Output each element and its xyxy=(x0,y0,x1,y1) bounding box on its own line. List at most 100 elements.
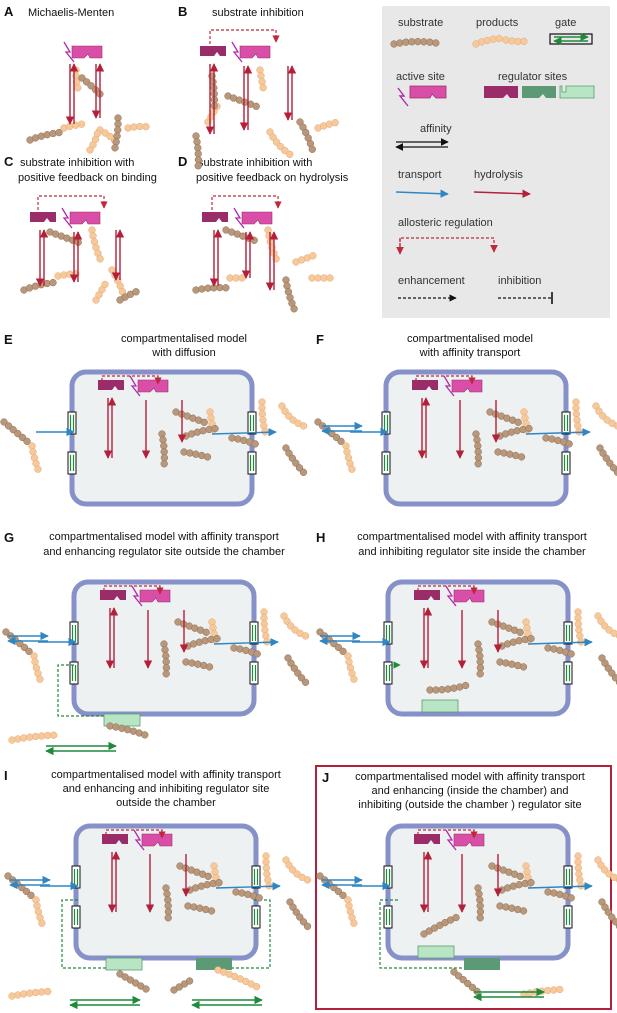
gates xyxy=(67,411,573,929)
panel-title-e-line1: compartmentalised model xyxy=(121,333,247,345)
chain-j-in-6 xyxy=(496,902,528,915)
chain-b-6 xyxy=(266,128,294,158)
gate-g-left-top xyxy=(69,621,79,645)
gate-f-left-top xyxy=(381,411,391,435)
chamber-j-transport-out xyxy=(527,882,593,891)
chain-f-in-2 xyxy=(486,408,522,426)
legend-hydrolysis-label: hydrolysis xyxy=(474,169,523,181)
chain-a-8 xyxy=(124,122,150,132)
chain-f-out-1 xyxy=(572,398,583,436)
gate-f-right-bottom xyxy=(561,451,571,475)
chain-b-4 xyxy=(224,92,260,110)
panel-title-h-line1: compartmentalised model with affinity tr… xyxy=(357,531,587,543)
chain-f-in-5 xyxy=(542,434,573,448)
chain-i-bottom-4 xyxy=(214,966,261,991)
gate-e-left-bottom xyxy=(67,451,77,475)
panel-letter-d: D xyxy=(178,154,187,169)
chain-c-3 xyxy=(46,228,82,246)
chain-a-1 xyxy=(26,128,63,144)
chain-f-in-1 xyxy=(472,430,483,468)
panel-letter-g: G xyxy=(4,530,14,545)
chain-a-2 xyxy=(60,120,86,132)
chain-e-out-2 xyxy=(278,402,308,430)
legend-box: substrate products gate active site regu… xyxy=(382,6,610,318)
chain-f-out-5 xyxy=(342,442,356,473)
chain-j-out-5 xyxy=(344,896,358,927)
chamber-f-allosteric xyxy=(415,375,476,386)
chain-j-in-1 xyxy=(474,884,485,922)
chamber-f-transport-out xyxy=(525,428,591,437)
regulator-sites-outside xyxy=(103,699,500,971)
legend-active-site-label: active site xyxy=(396,71,445,83)
panel-letter-i: I xyxy=(4,768,8,783)
chain-g-bottom-2 xyxy=(106,722,149,739)
panel-letter-h: H xyxy=(316,530,325,545)
chain-h-inner xyxy=(426,681,470,694)
chain-i-in-1 xyxy=(162,884,173,922)
panel-j-highlight-frame xyxy=(315,765,612,1010)
chain-c-1 xyxy=(20,278,57,294)
gate-i-left-top xyxy=(71,865,81,889)
gate-e-right-top xyxy=(247,411,257,435)
chamber-g-allosteric xyxy=(103,585,164,596)
legend-affinity-label: affinity xyxy=(420,123,452,135)
legend-inhibition-label: inhibition xyxy=(498,275,541,287)
chain-j-in-5 xyxy=(544,888,575,902)
enzyme-a xyxy=(63,41,103,63)
gate-h-right-top xyxy=(563,621,573,645)
panel-title-d-line2: positive feedback on hydrolysis xyxy=(196,172,349,184)
gate-h-right-bottom xyxy=(563,661,573,685)
panel-title-j-line3: inhibiting (outside the chamber ) regula… xyxy=(358,799,581,811)
chain-a-7 xyxy=(111,114,122,152)
chain-g-bottom-1 xyxy=(8,731,58,744)
enzyme-d xyxy=(202,207,273,229)
chain-h-out-5 xyxy=(344,652,358,683)
chain-b-5 xyxy=(256,66,267,92)
panel-title-g-line1: compartmentalised model with affinity tr… xyxy=(49,531,279,543)
chain-d-6 xyxy=(292,252,317,266)
gate-i-left-bottom xyxy=(71,905,81,929)
panel-title-c-line1: substrate inhibition with xyxy=(20,157,134,169)
chain-i-in-4 xyxy=(186,878,223,894)
gate-j-right-bottom xyxy=(563,905,573,929)
legend-regulator-icons xyxy=(484,85,595,99)
chamber-j-allosteric xyxy=(417,829,478,840)
chain-d-2 xyxy=(226,274,246,282)
chain-d-7 xyxy=(308,274,334,282)
enzyme-c xyxy=(30,207,101,229)
chain-c-5 xyxy=(92,280,109,304)
chain-g-in-5 xyxy=(230,644,261,658)
chain-g-out-5 xyxy=(30,652,44,683)
gate-e-left-top xyxy=(67,411,77,435)
chain-e-out-4 xyxy=(0,418,31,445)
gate-h-left-bottom xyxy=(383,661,393,685)
gate-j-right-top xyxy=(563,865,573,889)
legend-substrate-chain xyxy=(390,37,440,48)
chain-i-in-5 xyxy=(232,888,263,902)
chain-g-out-3 xyxy=(284,654,310,686)
chain-j-in-2 xyxy=(488,862,524,880)
panel-letter-e: E xyxy=(4,332,13,347)
panel-title-i-line2: and enhancing and inhibiting regulator s… xyxy=(63,783,270,795)
enzyme-b xyxy=(200,41,271,63)
legend-products-label: products xyxy=(476,17,519,29)
gate-g-right-top xyxy=(249,621,259,645)
panel-title-h-line2: and inhibiting regulator site inside the… xyxy=(358,546,586,558)
panel-title-j-line2: and enhancing (inside the chamber) and xyxy=(372,785,569,797)
chain-h-out-1 xyxy=(574,608,585,646)
chamber-i-allosteric xyxy=(105,829,166,840)
chain-e-out-3 xyxy=(282,444,308,476)
chain-d-5 xyxy=(282,276,298,313)
legend-hydrolysis-arrow xyxy=(473,189,531,198)
legend-transport-arrow xyxy=(395,189,449,198)
chain-i-in-6 xyxy=(184,902,216,915)
chain-d-1 xyxy=(192,283,230,294)
chain-i-out-5 xyxy=(32,896,46,927)
panel-title-e-line2: with diffusion xyxy=(151,347,215,359)
panel-title-f-line2: with affinity transport xyxy=(419,347,521,359)
chamber-e-transport-out xyxy=(211,428,277,437)
chain-f-out-2 xyxy=(592,402,617,430)
gate-f-right-top xyxy=(561,411,571,435)
chain-e-in-1 xyxy=(158,430,169,468)
